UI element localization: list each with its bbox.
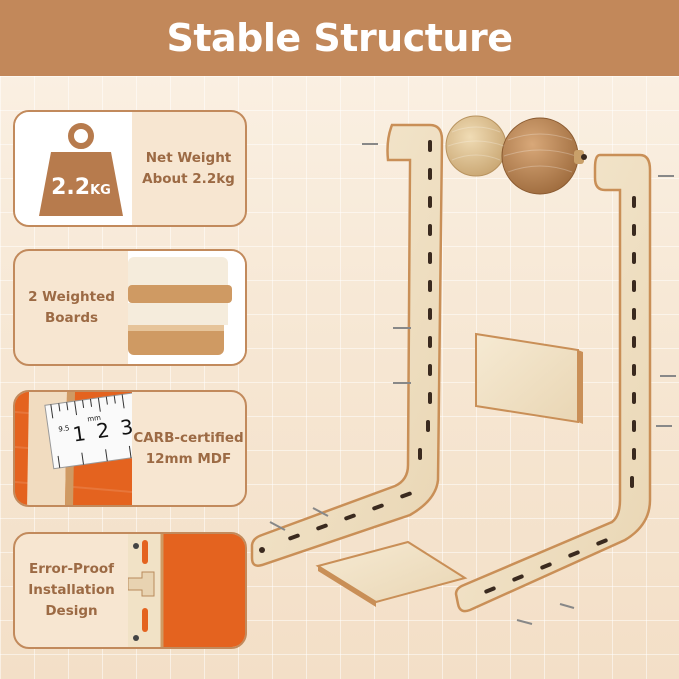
right-side-panel bbox=[454, 153, 652, 613]
feature-card-installation: Error-Proof Installation Design bbox=[13, 532, 247, 649]
ruler-unit: mm bbox=[87, 414, 102, 424]
ruler-mark-2: 2 bbox=[95, 418, 111, 444]
feature-line: Design bbox=[45, 603, 98, 619]
feature-line: Net Weight bbox=[145, 149, 232, 166]
weight-unit: KG bbox=[90, 183, 111, 198]
feature-text-boards: 2 Weighted Boards bbox=[15, 251, 128, 364]
header-banner: Stable Structure bbox=[0, 0, 679, 76]
ruler-mark-3: 3 bbox=[119, 414, 132, 440]
svg-text:2.2KG: 2.2KG bbox=[51, 175, 111, 200]
feature-card-mdf: 1 2 3 9.5 mm CARB-certified 12mm MDF bbox=[13, 390, 247, 507]
weighted-boards-photo bbox=[128, 251, 245, 364]
base-board bbox=[315, 540, 468, 607]
ruler-mark-1: 1 bbox=[71, 421, 87, 447]
feature-line: 12mm MDF bbox=[145, 450, 232, 467]
feature-line: Error-Proof bbox=[28, 561, 115, 577]
feature-text-weight: Net Weight About 2.2kg bbox=[132, 112, 245, 225]
page-title: Stable Structure bbox=[166, 16, 514, 60]
feature-line: Installation bbox=[28, 582, 115, 598]
ruler-fraction: 9.5 bbox=[58, 424, 70, 433]
weight-number: 2.2 bbox=[51, 175, 90, 200]
sisal-balls bbox=[445, 115, 587, 195]
weight-badge-tile: 2.2KG bbox=[15, 112, 132, 225]
feature-line: Boards bbox=[44, 309, 99, 326]
feature-text-installation: Error-Proof Installation Design bbox=[15, 534, 128, 647]
joint-detail-photo bbox=[128, 534, 245, 647]
feature-card-weight: 2.2KG Net Weight About 2.2kg bbox=[13, 110, 247, 227]
weight-icon: 2.2KG bbox=[39, 123, 123, 216]
feature-line: About 2.2kg bbox=[142, 170, 235, 187]
feature-text-mdf: CARB-certified 12mm MDF bbox=[132, 392, 245, 505]
screws bbox=[269, 143, 676, 625]
feature-line: CARB-certified bbox=[133, 429, 244, 446]
feature-line: 2 Weighted bbox=[28, 288, 115, 305]
feature-card-boards: 2 Weighted Boards bbox=[13, 249, 247, 366]
product-illustration bbox=[250, 115, 676, 625]
middle-board bbox=[475, 332, 583, 424]
ruler-mdf-photo: 1 2 3 9.5 mm bbox=[15, 392, 132, 505]
left-side-panel bbox=[250, 123, 444, 567]
